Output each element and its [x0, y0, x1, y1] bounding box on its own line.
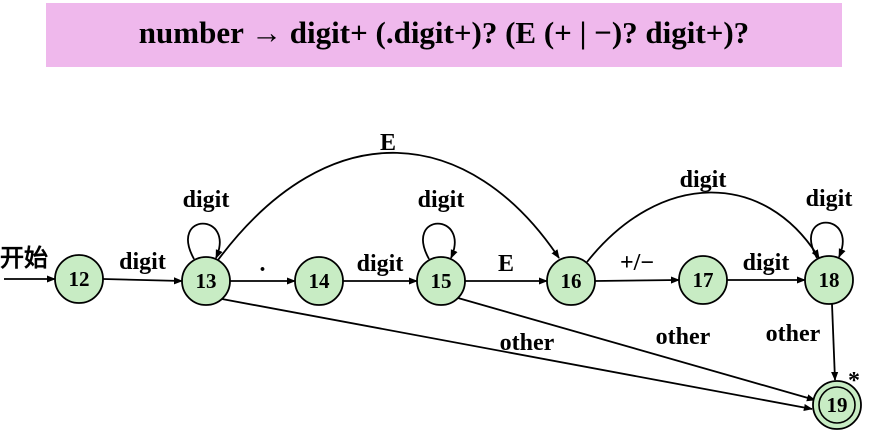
state-label-19: 19 — [827, 393, 848, 417]
state-circle-19 — [812, 380, 862, 430]
state-13: 13 — [181, 256, 231, 306]
edge-12-13 — [102, 277, 183, 285]
state-17: 17 — [678, 255, 728, 305]
state-15: 15 — [416, 256, 466, 306]
edge-16-18 — [586, 191, 820, 263]
label-15-16: E — [498, 251, 514, 277]
self-loop-18 — [810, 221, 846, 259]
state-label-16: 16 — [561, 269, 582, 293]
label-13-16: E — [380, 130, 396, 156]
state-label-12: 12 — [69, 267, 90, 291]
label-15-19: other — [656, 324, 711, 350]
label-18-19: other — [766, 321, 821, 347]
label-12-13: digit — [119, 249, 166, 275]
edge-18-19 — [831, 303, 839, 381]
state-nodes: 12 13 14 15 16 17 18 19 — [54, 254, 862, 430]
state-12: 12 — [54, 254, 104, 304]
state-circle-14 — [294, 256, 344, 306]
label-13-19: other — [500, 330, 555, 356]
state-label-18: 18 — [819, 268, 840, 292]
label-18-18: digit — [806, 186, 853, 212]
state-label-13: 13 — [196, 269, 217, 293]
label-16-17: +/− — [620, 250, 654, 276]
edge-15-19 — [457, 297, 816, 402]
label-17-18: digit — [743, 250, 790, 276]
state-label-14: 14 — [309, 269, 331, 293]
state-14: 14 — [294, 256, 344, 306]
state-circle-18 — [804, 255, 854, 305]
self-loop-13 — [187, 222, 223, 260]
label-15-15: digit — [418, 187, 465, 213]
label-14-15: digit — [357, 251, 404, 277]
edge-16-17 — [594, 276, 680, 284]
start-label: 开始 — [0, 244, 48, 272]
self-loop-15 — [422, 222, 458, 260]
state-circle-17 — [678, 255, 728, 305]
state-18: 18 — [804, 255, 854, 305]
label-13-13: digit — [183, 187, 230, 213]
title-banner: number → digit+ (.digit+)? (E (+ | −)? d… — [46, 3, 842, 67]
edge-13-19 — [221, 298, 813, 412]
transition-labels: digitdigit.digitdigitEE+/−digitdigitdigi… — [0, 130, 860, 394]
label-13-14: . — [260, 251, 266, 277]
state-circle-15 — [416, 256, 466, 306]
edge-13-16 — [217, 151, 560, 261]
label-16-18: digit — [680, 167, 727, 193]
regex-formula: number → digit+ (.digit+)? (E (+ | −)? d… — [138, 15, 750, 50]
state-circle-12 — [54, 254, 104, 304]
state-label-15: 15 — [431, 269, 452, 293]
transition-edges — [4, 151, 846, 412]
state-circle-16 — [546, 256, 596, 306]
state-19: 19 — [812, 380, 862, 430]
accepting-ring-19 — [818, 386, 856, 424]
state-16: 16 — [546, 256, 596, 306]
state-label-17: 17 — [693, 268, 714, 292]
retract-mark: * — [848, 368, 860, 394]
state-circle-13 — [181, 256, 231, 306]
